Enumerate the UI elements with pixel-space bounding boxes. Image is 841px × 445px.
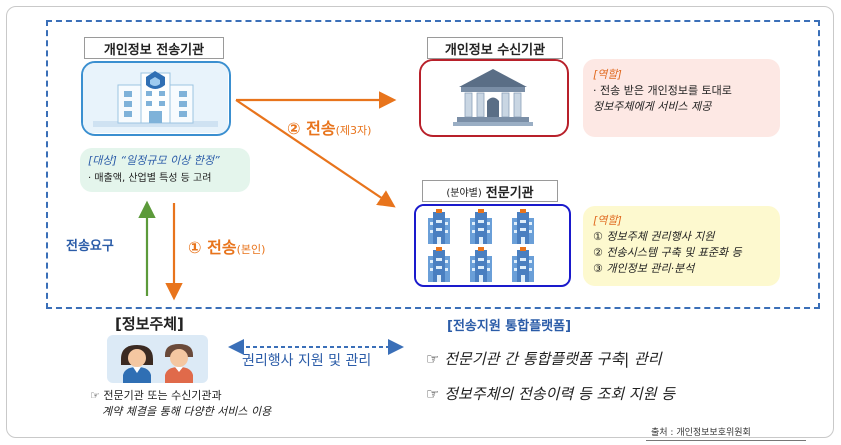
sender-target-box: [대상] “일정규모 이상 한정” · 매출액, 산업별 특성 등 고려 <box>80 148 250 192</box>
platform-items: ☞ 전문기관 간 통합플랫폼 구축| 관리 ☞ 정보주체의 전송이력 등 조회 … <box>426 348 675 418</box>
receiver-role-line: · 전송 받은 개인정보를 토대로 <box>593 84 732 97</box>
third-party-transfer-sub: (제3자) <box>335 124 372 137</box>
self-transfer-label: ① 전송(본인) <box>188 234 265 258</box>
self-transfer-sub: (본인) <box>236 243 266 256</box>
sender-target-detail: · 매출액, 산업별 특성 등 고려 <box>88 173 212 184</box>
platform-title: [전송지원 통합플랫폼] <box>447 319 572 334</box>
receiver-role-line2: 정보주체에게 서비스 제공 <box>593 100 712 113</box>
receiver-role-box: [역할] · 전송 받은 개인정보를 토대로 정보주체에게 서비스 제공 <box>583 59 780 137</box>
people-icon <box>121 344 193 383</box>
third-party-transfer-text: ② 전송 <box>287 119 336 138</box>
bank-icon <box>421 61 566 134</box>
receiver-image <box>419 59 569 137</box>
specialist-role-item: ③ 개인정보 관리·분석 <box>593 262 695 275</box>
receiver-title: 개인정보 수신기관 <box>427 37 563 59</box>
specialist-title: (분야별) 전문기관 <box>422 180 558 202</box>
receiver-role-title: [역할] <box>593 68 622 81</box>
institutions-area <box>46 20 820 309</box>
sender-image <box>81 61 231 136</box>
platform-item: ☞ 전문기관 간 통합플랫폼 구축| 관리 <box>426 350 662 368</box>
sender-title: 개인정보 전송기관 <box>84 37 224 59</box>
subject-title: [정보주체] <box>115 315 184 333</box>
subject-note-line1: ☞ 전문기관 또는 수신기관과 <box>90 389 222 402</box>
rights-support-label: 권리행사 지원 및 관리 <box>242 353 372 369</box>
source-label: 출처 : 개인정보보호위원회 <box>651 428 751 438</box>
specialist-role-item: ② 전송시스템 구축 및 표준화 등 <box>593 246 742 259</box>
third-party-transfer-label: ② 전송(제3자) <box>287 115 371 139</box>
subject-image <box>107 335 208 383</box>
office-buildings-icon <box>416 206 568 284</box>
subject-note-line2: 계약 체결을 통해 다양한 서비스 이용 <box>102 405 272 418</box>
source-underline <box>646 440 806 441</box>
specialist-role-title: [역할] <box>593 214 622 227</box>
building-icon <box>83 63 228 133</box>
subject-note: ☞ 전문기관 또는 수신기관과 계약 체결을 통해 다양한 서비스 이용 <box>90 388 271 420</box>
specialist-image <box>414 204 571 287</box>
sender-target-label: [대상] “일정규모 이상 한정” <box>88 154 220 167</box>
platform-item: ☞ 정보주체의 전송이력 등 조회 지원 등 <box>426 385 676 403</box>
specialist-role-item: ① 정보주체 권리행사 지원 <box>593 230 715 243</box>
self-transfer-text: ① 전송 <box>188 238 237 257</box>
specialist-role-box: [역할] ① 정보주체 권리행사 지원 ② 전송시스템 구축 및 표준화 등 ③… <box>583 206 780 286</box>
transfer-request-label: 전송요구 <box>66 239 114 254</box>
specialist-title-prefix: (분야별) <box>446 187 482 199</box>
specialist-title-text: 전문기관 <box>485 185 534 201</box>
